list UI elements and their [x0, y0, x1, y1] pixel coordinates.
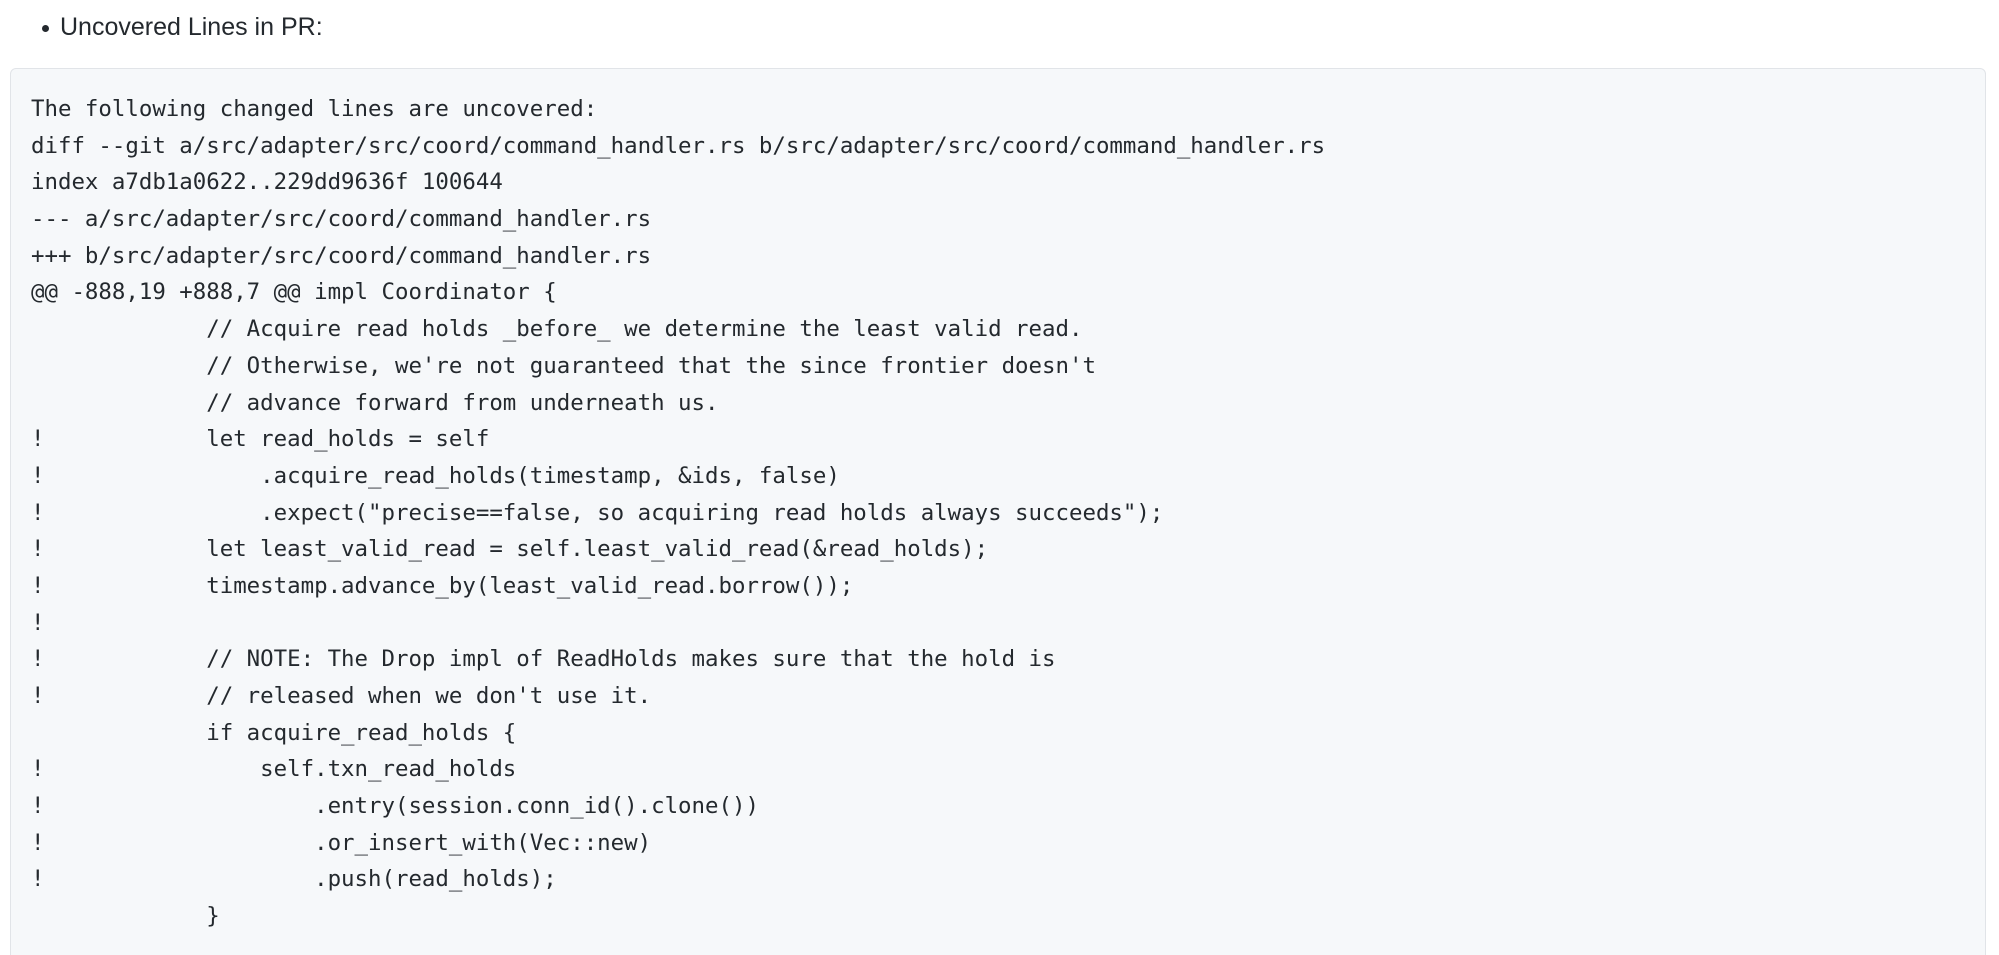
code-line: ! let least_valid_read = self.least_vali… — [31, 536, 989, 563]
code-line: ! timestamp.advance_by(least_valid_read.… — [31, 572, 854, 599]
code-lines: The following changed lines are uncovere… — [31, 91, 1985, 935]
code-line: ! — [31, 609, 45, 636]
code-line: } — [31, 903, 220, 930]
code-line: ! .expect("precise==false, so acquiring … — [31, 499, 1164, 526]
code-line: ! .acquire_read_holds(timestamp, &ids, f… — [31, 462, 840, 489]
code-line: ! .entry(session.conn_id().clone()) — [31, 793, 759, 820]
code-line: @@ -888,19 +888,7 @@ impl Coordinator { — [31, 279, 557, 306]
code-line: // Otherwise, we're not guaranteed that … — [31, 352, 1096, 379]
code-line: ! let read_holds = self — [31, 426, 490, 453]
code-line: ! // released when we don't use it. — [31, 683, 652, 709]
code-line: ! .or_insert_with(Vec::new) — [31, 829, 652, 856]
code-line: if acquire_read_holds { — [31, 719, 517, 746]
uncovered-lines-item: Uncovered Lines in PR: — [42, 12, 323, 42]
code-line: index a7db1a0622..229dd9636f 100644 — [31, 169, 503, 196]
code-line: diff --git a/src/adapter/src/coord/comma… — [31, 132, 1326, 159]
code-line: --- a/src/adapter/src/coord/command_hand… — [31, 206, 652, 233]
code-line: ! .push(read_holds); — [31, 866, 557, 893]
bullet-dot-icon — [42, 25, 49, 32]
code-line: ! self.txn_read_holds — [31, 756, 517, 783]
code-line: ! // NOTE: The Drop impl of ReadHolds ma… — [31, 646, 1056, 673]
code-line: +++ b/src/adapter/src/coord/command_hand… — [31, 242, 652, 269]
code-line: // advance forward from underneath us. — [31, 389, 719, 416]
uncovered-lines-label: Uncovered Lines in PR: — [60, 13, 323, 41]
code-line: The following changed lines are uncovere… — [31, 96, 598, 122]
code-line: // Acquire read holds _before_ we determ… — [31, 316, 1083, 343]
code-block: The following changed lines are uncovere… — [10, 68, 1986, 955]
